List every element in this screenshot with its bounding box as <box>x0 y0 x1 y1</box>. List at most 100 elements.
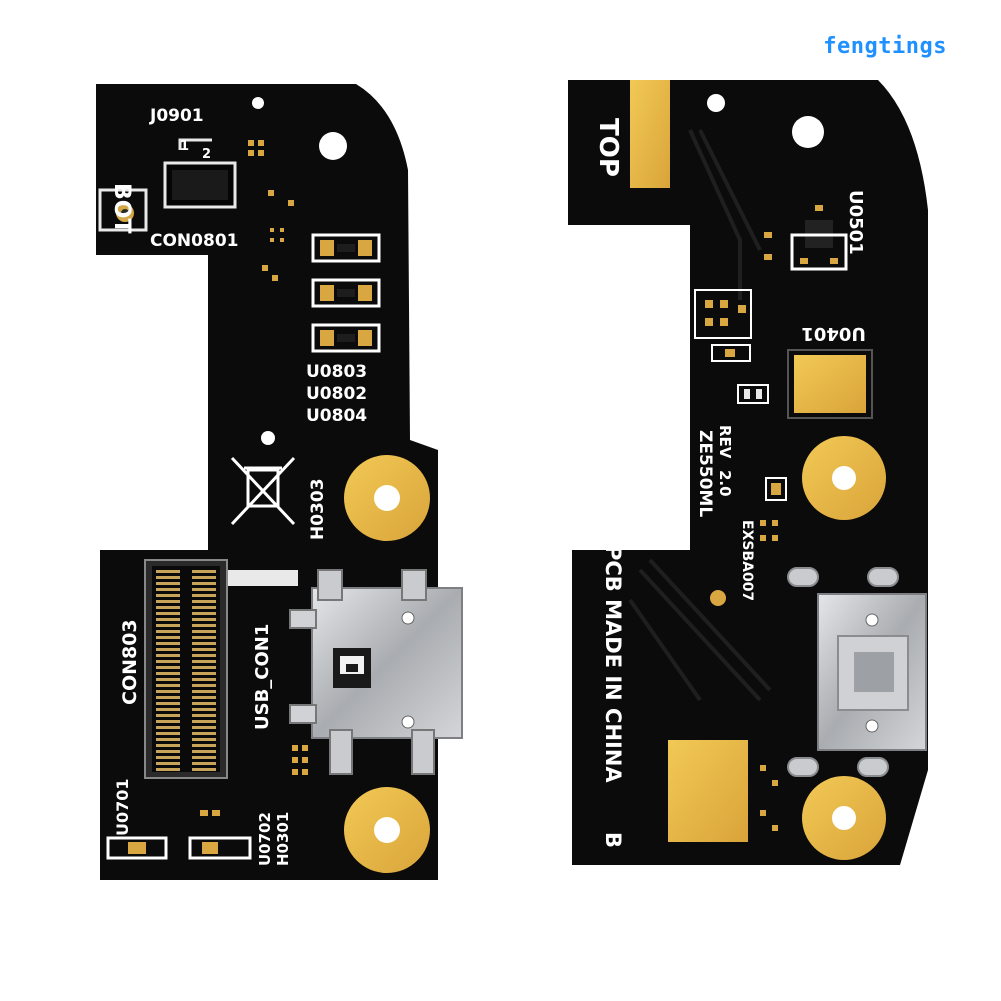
mount-hole <box>261 431 275 445</box>
connector-pin <box>192 738 216 741</box>
label-u0804: U0804 <box>306 406 367 426</box>
pcb-traces <box>628 129 772 702</box>
connector-pin <box>156 714 180 717</box>
connector-pin <box>156 660 180 663</box>
connector-pin <box>156 672 180 675</box>
connector-pin <box>156 720 180 723</box>
connector-pin <box>192 672 216 675</box>
gold-contact-pad <box>668 740 748 842</box>
connector-pin <box>192 744 216 747</box>
connector-pin <box>192 570 216 573</box>
weee-recycle-bin-icon <box>230 456 296 526</box>
connector-pin <box>156 666 180 669</box>
connector-pin <box>192 768 216 771</box>
connector-pin <box>156 744 180 747</box>
label-rev-number: 2.0 <box>716 470 734 497</box>
connector-pin <box>192 636 216 639</box>
label-bot: BOT <box>109 183 134 233</box>
connector-pin <box>192 732 216 735</box>
gold-ring-hole <box>374 817 400 843</box>
mount-hole <box>707 94 725 112</box>
connector-pin <box>156 582 180 585</box>
label-board-code: EXSBA007 <box>739 520 755 601</box>
mount-hole <box>319 132 347 160</box>
metal-slot-pads <box>787 567 899 777</box>
connector-pin <box>156 648 180 651</box>
label-con0801: CON0801 <box>150 231 238 251</box>
gold-contact-pad <box>630 80 670 188</box>
connector-pin <box>156 606 180 609</box>
connector-pin <box>156 738 180 741</box>
connector-pin <box>156 768 180 771</box>
connector-pin <box>156 750 180 753</box>
label-pin1: 1 <box>180 139 189 154</box>
gold-ring-hole <box>832 806 856 830</box>
label-pcb-made-in: PCB MADE IN CHINA <box>601 545 625 783</box>
label-con803: CON803 <box>119 619 141 705</box>
label-j0901: J0901 <box>149 106 204 126</box>
label-u0702: U0702 <box>256 812 274 866</box>
connector-pin <box>156 678 180 681</box>
connector-pin <box>192 618 216 621</box>
label-usb-con1: USB_CON1 <box>252 624 273 730</box>
connector-pin <box>156 762 180 765</box>
gold-contact-pad <box>794 355 866 413</box>
left-pcb-board: J0901 1 2 BOT CON0801 U0803 U0802 U0804 … <box>96 84 463 880</box>
connector-pin <box>156 690 180 693</box>
label-u0501: U0501 <box>845 190 866 255</box>
connector-pin <box>192 648 216 651</box>
connector-pin <box>156 588 180 591</box>
connector-pin <box>192 600 216 603</box>
connector-pin <box>156 624 180 627</box>
connector-pin <box>192 576 216 579</box>
label-rev: REV <box>716 425 734 459</box>
connector-pin <box>192 678 216 681</box>
usb-connector-left <box>289 569 463 775</box>
connector-pin <box>156 642 180 645</box>
label-top: TOP <box>593 118 623 177</box>
connector-pin <box>156 618 180 621</box>
connector-pin <box>156 726 180 729</box>
connector-pin <box>192 684 216 687</box>
connector-pin <box>156 594 180 597</box>
u0501-chip <box>790 205 848 271</box>
connector-pin <box>192 594 216 597</box>
connector-pin <box>192 654 216 657</box>
connector-pin <box>156 702 180 705</box>
connector-pin <box>156 570 180 573</box>
label-h0301: H0301 <box>274 812 292 866</box>
connector-pin <box>192 720 216 723</box>
test-point <box>710 590 726 606</box>
connector-pin <box>192 630 216 633</box>
connector-pin <box>192 606 216 609</box>
silkscreen-bar <box>228 570 298 586</box>
right-pcb-board: TOP U0501 U0401 REV 2.0 ZE550ML EXSBA007… <box>568 80 928 865</box>
connector-pin <box>192 666 216 669</box>
connector-pin <box>156 600 180 603</box>
label-u0802: U0802 <box>306 384 367 404</box>
label-pin2: 2 <box>202 147 211 162</box>
mount-hole <box>252 97 264 109</box>
usb-connector-right <box>817 593 927 751</box>
label-u0803: U0803 <box>306 362 367 382</box>
connector-pin <box>156 732 180 735</box>
connector-pin <box>192 708 216 711</box>
smd-components <box>200 140 308 816</box>
connector-pin <box>192 714 216 717</box>
con0801-outline <box>98 188 148 232</box>
connector-pin <box>192 762 216 765</box>
connector-pin <box>192 588 216 591</box>
connector-pin <box>192 690 216 693</box>
connector-pin <box>192 582 216 585</box>
gold-ring-hole <box>832 466 856 490</box>
smd-components <box>694 232 787 831</box>
connector-pin <box>192 624 216 627</box>
connector-pin <box>156 636 180 639</box>
label-u0701: U0701 <box>113 778 132 836</box>
u080x-pads <box>311 233 381 353</box>
connector-pin <box>156 684 180 687</box>
gold-ring-hole <box>374 485 400 511</box>
connector-pin <box>192 756 216 759</box>
connector-pin <box>192 702 216 705</box>
